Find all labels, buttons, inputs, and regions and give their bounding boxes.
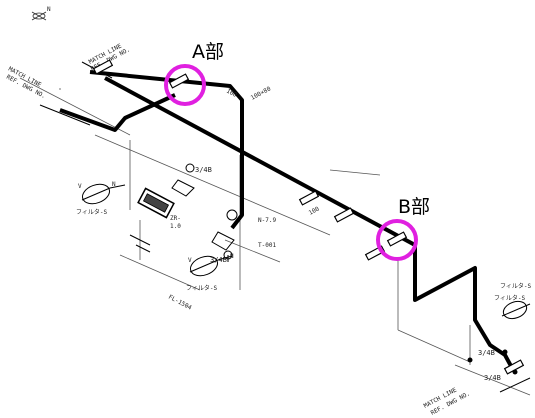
filter-symbol-3	[501, 300, 531, 320]
dim-label-1: 3/4B	[195, 166, 212, 174]
filter-label-3: フィルタ-S	[500, 282, 531, 290]
n-label-1: N	[112, 181, 116, 188]
north-arrow-icon: N	[31, 6, 51, 21]
tag-2: T-001	[258, 242, 276, 249]
callout-label-b: B部	[398, 196, 430, 218]
main-pipe	[59, 70, 514, 369]
tag-4: 100	[308, 205, 321, 216]
match-lines: MATCH LINE REF. DWG NO. MATCH LINE REF. …	[5, 42, 531, 417]
instrument-box: ZR- 1.0	[137, 187, 181, 230]
inst-label-2: 1.0	[170, 223, 181, 230]
v-label-2: V	[188, 257, 192, 264]
filter-symbol-1	[81, 183, 126, 205]
valve-cluster	[129, 163, 238, 262]
elbow-fittings	[467, 349, 518, 375]
callout-circle-a	[164, 64, 206, 106]
tag-3: FL-1504	[167, 294, 193, 312]
filter-label-2: フィルタ-S	[186, 284, 217, 292]
dim-label-3: 3/4B	[478, 349, 495, 357]
inst-label-1: ZR-	[170, 215, 181, 222]
dim-label-4: 3/4B	[484, 374, 501, 382]
tag-1: N-7.9	[258, 217, 276, 224]
filter-label-1: フィルタ-S	[76, 208, 107, 216]
size-label-1: 100×80	[250, 85, 273, 102]
tag-5: 100	[225, 88, 238, 99]
callout-label-a: A部	[192, 41, 224, 63]
reference-lines	[19, 77, 531, 396]
north-label: N	[47, 6, 51, 13]
callout-circle-b	[376, 219, 418, 261]
pipe-supports	[92, 59, 525, 375]
v-label-1: V	[78, 183, 82, 190]
filter-label-4: フィルタ-S	[494, 294, 525, 302]
